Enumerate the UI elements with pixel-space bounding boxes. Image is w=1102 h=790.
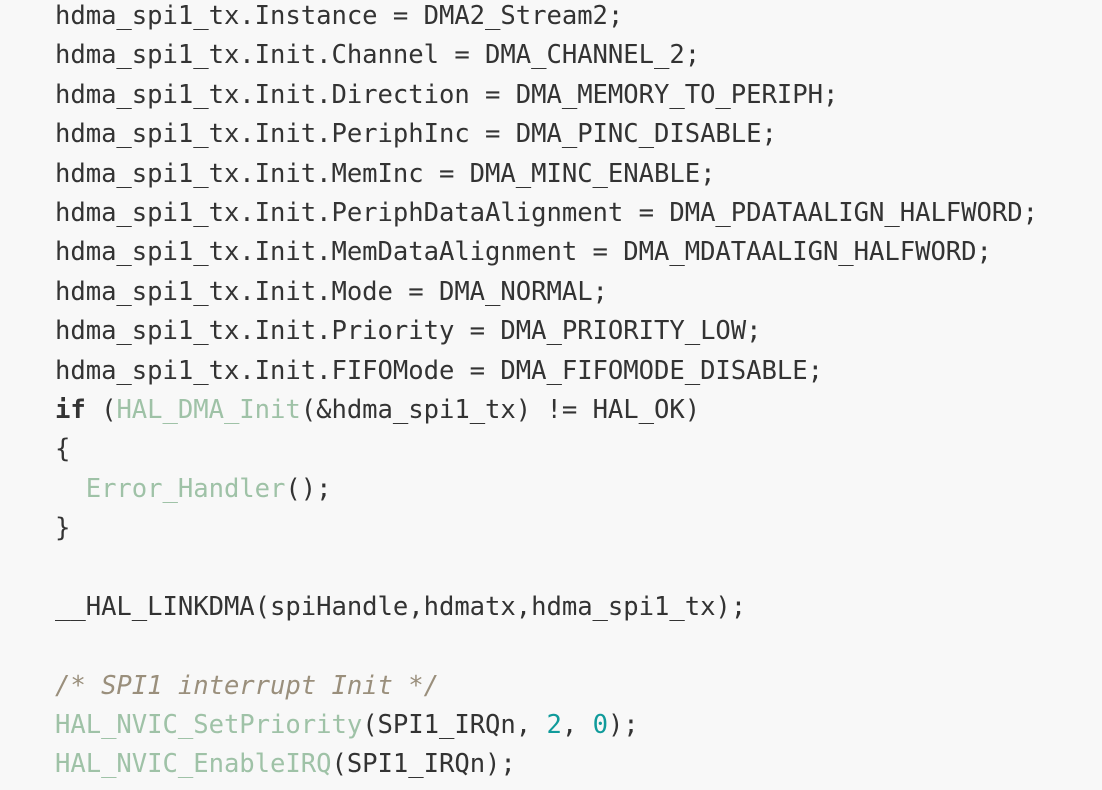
code-line: } xyxy=(55,509,1038,548)
code-text: ( xyxy=(85,394,117,425)
code-text xyxy=(55,474,86,504)
code-line: hdma_spi1_tx.Init.Mode = DMA_NORMAL; xyxy=(55,273,1038,312)
code-line: hdma_spi1_tx.Init.Channel = DMA_CHANNEL_… xyxy=(55,36,1038,75)
code-line: Error_Handler(); xyxy=(55,470,1038,509)
code-line: hdma_spi1_tx.Init.Direction = DMA_MEMORY… xyxy=(55,76,1038,115)
code-text: hdma_spi1_tx.Init.PeriphInc = DMA_PINC_D… xyxy=(55,119,777,150)
code-line: if (HAL_DMA_Init(&hdma_spi1_tx) != HAL_O… xyxy=(55,391,1038,430)
code-line: hdma_spi1_tx.Instance = DMA2_Stream2; xyxy=(55,0,1038,36)
code-line xyxy=(55,627,1038,666)
code-line: hdma_spi1_tx.Init.Priority = DMA_PRIORIT… xyxy=(55,312,1038,351)
code-text: hdma_spi1_tx.Init.Channel = DMA_CHANNEL_… xyxy=(55,40,701,71)
code-text: hdma_spi1_tx.Init.Priority = DMA_PRIORIT… xyxy=(55,316,762,347)
code-function: Error_Handler xyxy=(85,473,286,504)
code-text: (SPI1_IRQn); xyxy=(331,749,516,780)
code-text: , xyxy=(561,710,593,741)
code-line: hdma_spi1_tx.Init.MemDataAlignment = DMA… xyxy=(55,233,1038,272)
code-line: /* SPI1 interrupt Init */ xyxy=(55,667,1038,706)
code-text: (SPI1_IRQn, xyxy=(362,710,547,741)
code-text: (); xyxy=(285,473,332,504)
code-function: HAL_NVIC_SetPriority xyxy=(55,710,363,741)
code-comment: /* SPI1 interrupt Init */ xyxy=(55,670,439,701)
code-text: hdma_spi1_tx.Init.Mode = DMA_NORMAL; xyxy=(55,276,608,307)
code-line: hdma_spi1_tx.Init.FIFOMode = DMA_FIFOMOD… xyxy=(55,352,1038,391)
code-number: 0 xyxy=(592,710,608,741)
code-line: hdma_spi1_tx.Init.PeriphDataAlignment = … xyxy=(55,194,1038,233)
code-text: hdma_spi1_tx.Init.Direction = DMA_MEMORY… xyxy=(55,79,839,110)
code-text: hdma_spi1_tx.Init.FIFOMode = DMA_FIFOMOD… xyxy=(55,355,823,386)
code-line: __HAL_LINKDMA(spiHandle,hdmatx,hdma_spi1… xyxy=(55,588,1038,627)
code-text: hdma_spi1_tx.Init.MemDataAlignment = DMA… xyxy=(55,237,992,268)
code-line: HAL_NVIC_SetPriority(SPI1_IRQn, 2, 0); xyxy=(55,706,1038,745)
code-line: HAL_NVIC_EnableIRQ(SPI1_IRQn); xyxy=(55,745,1038,784)
code-text: ); xyxy=(607,710,639,741)
code-line: { xyxy=(55,430,1038,469)
code-text: hdma_spi1_tx.Init.PeriphDataAlignment = … xyxy=(55,197,1038,228)
code-line xyxy=(55,548,1038,587)
code-text: __HAL_LINKDMA(spiHandle,hdmatx,hdma_spi1… xyxy=(55,591,747,622)
code-text: hdma_spi1_tx.Init.MemInc = DMA_MINC_ENAB… xyxy=(55,158,716,189)
code-function: HAL_NVIC_EnableIRQ xyxy=(55,749,332,780)
code-line: hdma_spi1_tx.Init.MemInc = DMA_MINC_ENAB… xyxy=(55,155,1038,194)
code-text: } xyxy=(55,513,71,544)
code-function: HAL_DMA_Init xyxy=(116,394,301,425)
code-text: hdma_spi1_tx.Instance = DMA2_Stream2; xyxy=(55,1,624,31)
code-text: { xyxy=(55,434,71,465)
code-text: (&hdma_spi1_tx) != HAL_OK) xyxy=(300,394,701,425)
code-block: hdma_spi1_tx.Instance = DMA2_Stream2;hdm… xyxy=(55,0,1038,785)
code-number: 2 xyxy=(546,710,562,741)
code-line: hdma_spi1_tx.Init.PeriphInc = DMA_PINC_D… xyxy=(55,115,1038,154)
code-keyword: if xyxy=(55,394,86,425)
